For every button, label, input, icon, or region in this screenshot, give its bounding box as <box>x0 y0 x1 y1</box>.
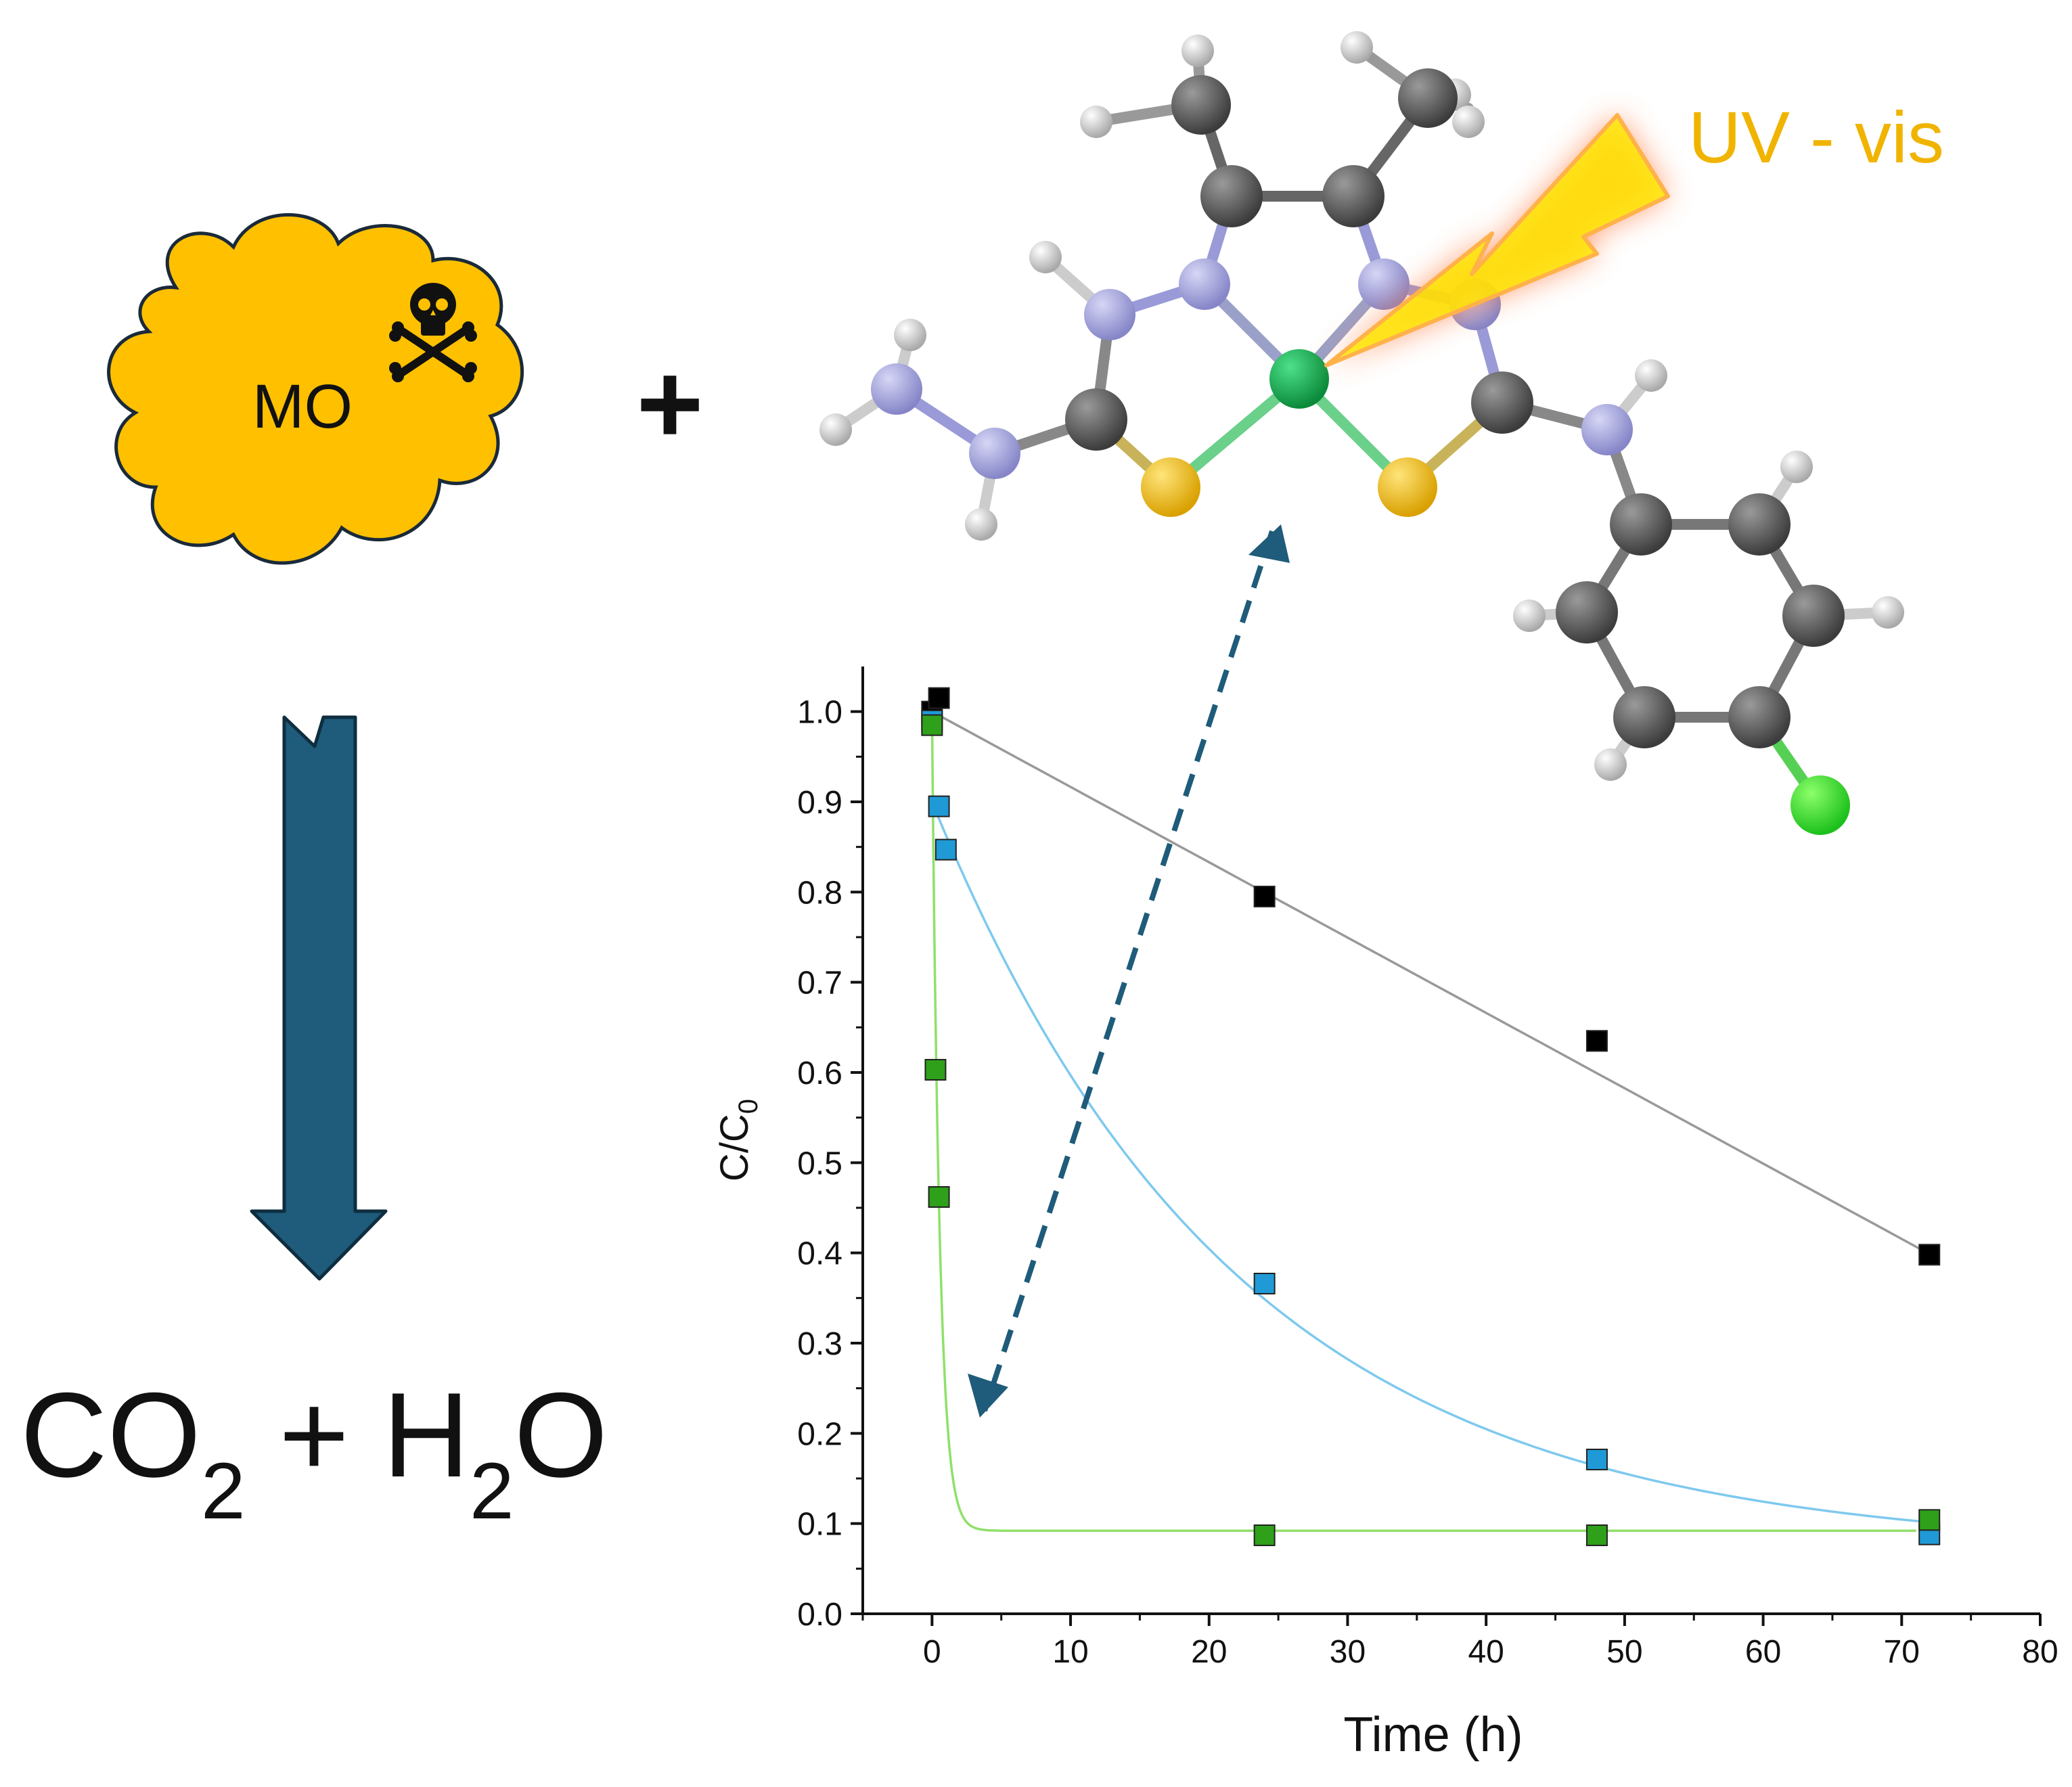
formula-plus: + <box>246 1367 383 1502</box>
x-tick-label: 10 <box>1052 1634 1088 1670</box>
data-point <box>1253 1524 1276 1546</box>
data-point <box>1585 1449 1608 1470</box>
y-tick-label: 0.1 <box>797 1507 842 1543</box>
formula-sub-2b: 2 <box>470 1447 514 1536</box>
y-tick-label: 0.9 <box>797 785 842 821</box>
data-point <box>1253 1273 1276 1294</box>
y-tick-label: 0.6 <box>797 1056 842 1091</box>
data-point <box>928 795 950 817</box>
y-tick-label: 0.2 <box>797 1416 842 1452</box>
double-headed-dashed-arrow <box>968 524 1290 1418</box>
y-axis-label-main: C/C <box>713 1114 757 1181</box>
y-tick-label: 0.7 <box>797 966 842 1001</box>
y-axis-label-sub: 0 <box>734 1099 763 1114</box>
data-point <box>1585 1524 1608 1546</box>
fit-curves <box>930 710 1931 1533</box>
chart-axes: 0.0 0.1 0.2 0.3 0.4 0.5 0.6 0.7 0.8 0.9 1.0 0 10 20 30… <box>797 666 2058 1670</box>
data-point <box>921 714 943 736</box>
data-point <box>934 838 957 861</box>
data-points <box>921 687 1941 1546</box>
y-tick-label: 0.5 <box>797 1146 842 1181</box>
data-point <box>1918 1244 1941 1266</box>
x-tick-label: 40 <box>1468 1634 1504 1670</box>
x-tick-label: 70 <box>1884 1634 1920 1670</box>
data-point <box>1253 886 1276 907</box>
data-point <box>1918 1509 1941 1531</box>
y-axis-label: C/C0 <box>713 1099 763 1181</box>
formula-o: O <box>514 1367 608 1502</box>
x-tick-label: 60 <box>1745 1634 1781 1670</box>
formula-h: H <box>383 1367 470 1502</box>
fit-curve <box>930 801 1930 1524</box>
data-point <box>928 687 950 709</box>
atoms <box>819 31 1904 835</box>
y-tick-label: 0.8 <box>797 875 842 911</box>
data-point <box>928 1186 950 1208</box>
lightning-bolt-icon <box>1324 113 1670 367</box>
molecule-structure <box>819 31 1904 835</box>
light-source-label: UV - vis <box>1688 96 1944 178</box>
down-arrow <box>250 715 388 1281</box>
svg-text:CO2 + H2O: CO2 + H2O <box>20 1367 608 1536</box>
formula-co: CO <box>20 1367 201 1502</box>
x-tick-label: 80 <box>2022 1634 2058 1670</box>
products-formula: CO2 + H2O <box>20 1367 608 1536</box>
data-point <box>1585 1030 1608 1052</box>
pollutant-cloud: MO <box>107 213 524 565</box>
skull-crossbones-icon <box>389 283 477 382</box>
data-point <box>924 1059 947 1081</box>
x-tick-label: 20 <box>1191 1634 1227 1670</box>
y-tick-label: 0.3 <box>797 1326 842 1362</box>
fit-curve <box>930 719 1916 1533</box>
y-tick-label: 0.0 <box>797 1597 842 1633</box>
degradation-chart: 0.0 0.1 0.2 0.3 0.4 0.5 0.6 0.7 0.8 0.9 1.0 0 10 20 30… <box>713 666 2058 1762</box>
x-tick-label: 0 <box>923 1634 941 1670</box>
x-axis-label: Time (h) <box>1343 1708 1523 1762</box>
y-tick-label: 1.0 <box>797 695 842 731</box>
formula-sub-2a: 2 <box>201 1447 246 1536</box>
plus-sign: + <box>636 340 703 468</box>
x-tick-label: 30 <box>1330 1634 1366 1670</box>
x-tick-label: 50 <box>1606 1634 1642 1670</box>
pollutant-label: MO <box>252 372 353 441</box>
y-tick-label: 0.4 <box>797 1236 842 1272</box>
fit-curve <box>931 710 1931 1255</box>
